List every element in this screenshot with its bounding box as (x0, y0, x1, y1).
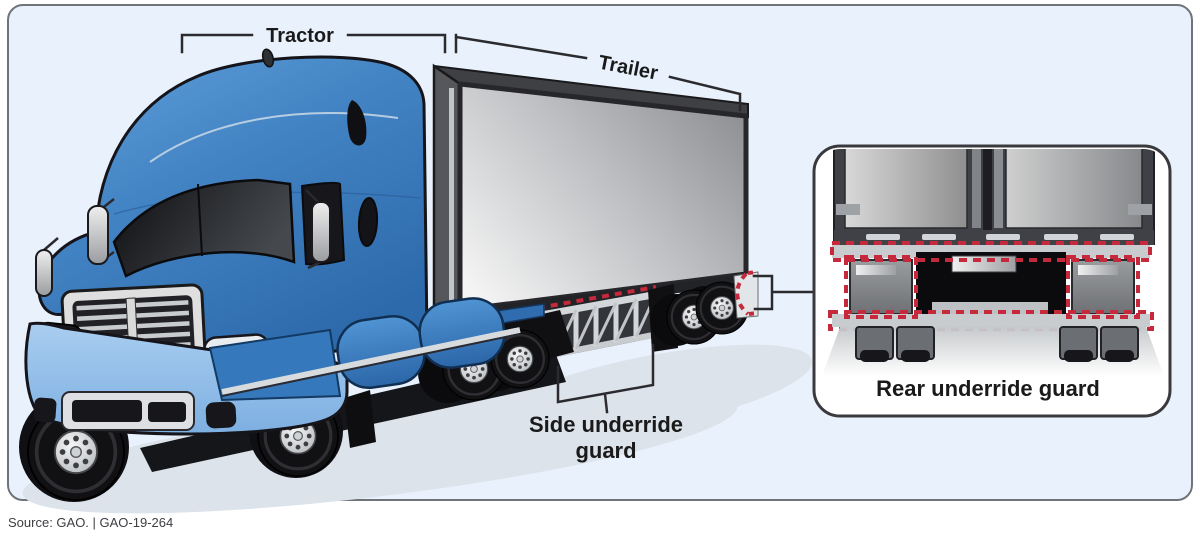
rear-guard-red-outline (828, 241, 1154, 331)
windshield (112, 178, 296, 278)
source-caption: Source: GAO. | GAO-19-264 (8, 515, 174, 530)
sleeper-window (357, 197, 379, 247)
inset-connector (752, 274, 816, 311)
rear-underride-guard (828, 241, 1154, 331)
ground-shadow (22, 344, 813, 514)
roof-marker (261, 48, 275, 68)
inset-wheels (855, 326, 1139, 362)
side-guard-red-dashes (537, 285, 657, 310)
tractor-bracket (180, 33, 447, 54)
inset-rear-view: Rear underride guard (812, 144, 1172, 418)
tractor-label: Tractor (266, 25, 334, 47)
exhaust-stack (449, 88, 454, 312)
fuel-tanks (208, 297, 521, 402)
rear-underride-guard-marker (733, 270, 759, 319)
side-underride-label-line2: guard (575, 438, 636, 463)
mirror-left (35, 198, 115, 297)
tractor-illustration (24, 48, 521, 436)
mirror-right (305, 189, 331, 270)
trailer-bracket (454, 33, 742, 112)
trailer-wheels (648, 280, 750, 352)
mudflap (344, 390, 376, 448)
side-underride-label-line1: Side underride (529, 412, 683, 437)
side-underride-bracket (556, 343, 655, 414)
trailer-rear-doors (833, 149, 1155, 245)
air-intake (347, 100, 367, 146)
rear-underride-label: Rear underride guard (876, 376, 1100, 401)
